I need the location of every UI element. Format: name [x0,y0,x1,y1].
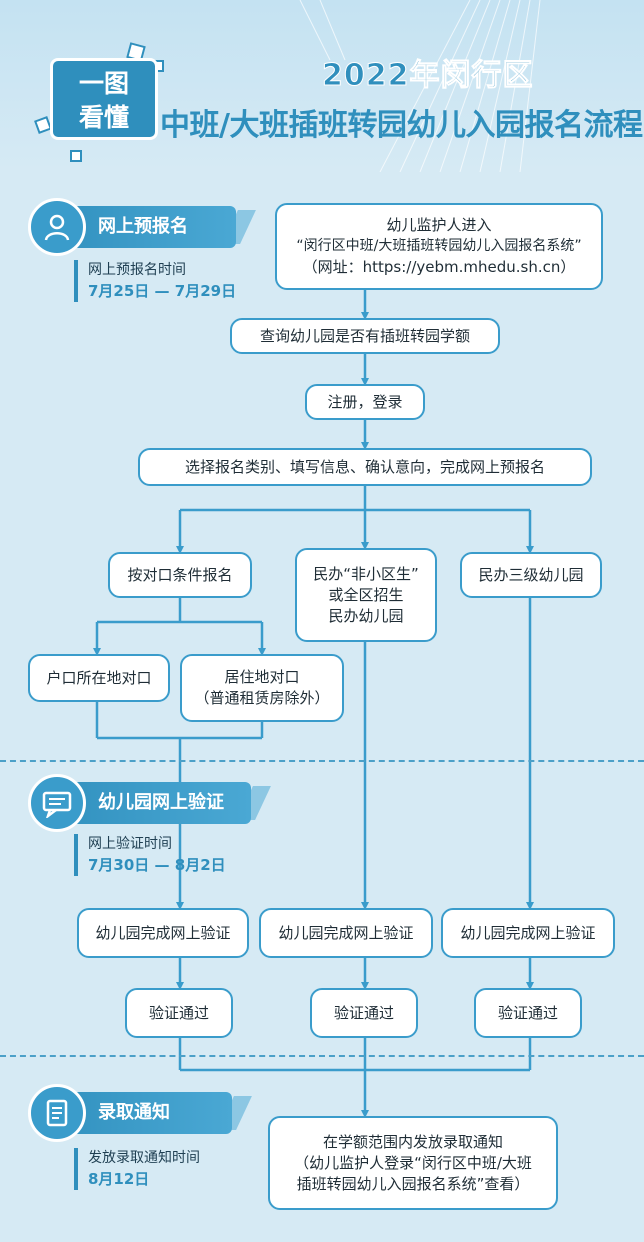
step-text: 注册，登录 [327,392,402,413]
step-text: （网址：https://yebm.mhedu.sh.cn） [303,257,576,278]
info-label: 网上预报名时间 [88,260,236,281]
person-icon [28,198,86,256]
step-text: 或全区招生 [328,585,403,606]
admission-time-info: 发放录取通知时间 8月12日 [74,1148,200,1190]
kindergarten-verify-step: 幼儿园完成网上验证 [441,908,615,958]
verify-passed-step: 验证通过 [125,988,233,1038]
step-text: 民办“非小区生” [313,564,419,585]
step-text: 户口所在地对口 [46,668,151,689]
verify-passed-step: 验证通过 [310,988,418,1038]
step-text: 验证通过 [498,1003,558,1024]
branch-assigned-area: 按对口条件报名 [108,552,252,598]
step-text: （普通租赁房除外） [194,688,329,709]
kindergarten-verify-step: 幼儿园完成网上验证 [259,908,433,958]
step-text: 民办幼儿园 [328,606,403,627]
step-text: 插班转园幼儿入园报名系统”查看） [297,1174,530,1195]
step-text: 在学额范围内发放录取通知 [323,1132,503,1153]
step-text: “闵行区中班/大班插班转园幼儿入园报名系统” [296,236,581,257]
step-text: 选择报名类别、填写信息、确认意向，完成网上预报名 [185,457,545,478]
query-quota-step: 查询幼儿园是否有插班转园学额 [230,318,500,354]
verify-time-info: 网上验证时间 7月30日 — 8月2日 [74,834,226,876]
section-divider [0,1055,644,1057]
info-label: 网上验证时间 [88,834,226,855]
verify-passed-step: 验证通过 [474,988,582,1038]
step-text: （幼儿监护人登录“闵行区中班/大班 [294,1153,532,1174]
chat-icon [28,774,86,832]
info-label: 发放录取通知时间 [88,1148,200,1169]
register-login-step: 注册，登录 [305,384,425,420]
step-text: 民办三级幼儿园 [478,565,583,586]
info-date: 7月30日 — 8月2日 [88,855,226,876]
step-text: 幼儿园完成网上验证 [460,923,595,944]
section-divider [0,760,644,762]
step-text: 幼儿园完成网上验证 [278,923,413,944]
step-text: 验证通过 [149,1003,209,1024]
admission-notice-step: 在学额范围内发放录取通知 （幼儿监护人登录“闵行区中班/大班 插班转园幼儿入园报… [268,1116,558,1210]
step-text: 幼儿园完成网上验证 [95,923,230,944]
step-text: 验证通过 [334,1003,394,1024]
info-date: 8月12日 [88,1169,200,1190]
info-date: 7月25日 — 7月29日 [88,281,236,302]
residence-match-step: 居住地对口 （普通租赁房除外） [180,654,344,722]
step-text: 居住地对口 [224,667,299,688]
select-category-step: 选择报名类别、填写信息、确认意向，完成网上预报名 [138,448,592,486]
preregister-time-info: 网上预报名时间 7月25日 — 7月29日 [74,260,236,302]
step-text: 幼儿监护人进入 [386,215,491,236]
document-icon [28,1084,86,1142]
branch-private-non-local: 民办“非小区生” 或全区招生 民办幼儿园 [295,548,437,642]
step-text: 按对口条件报名 [127,565,232,586]
step-text: 查询幼儿园是否有插班转园学额 [260,326,470,347]
kindergarten-verify-step: 幼儿园完成网上验证 [77,908,249,958]
enter-system-step: 幼儿监护人进入 “闵行区中班/大班插班转园幼儿入园报名系统” （网址：https… [275,203,603,290]
branch-private-level3: 民办三级幼儿园 [460,552,602,598]
hukou-match-step: 户口所在地对口 [28,654,170,702]
